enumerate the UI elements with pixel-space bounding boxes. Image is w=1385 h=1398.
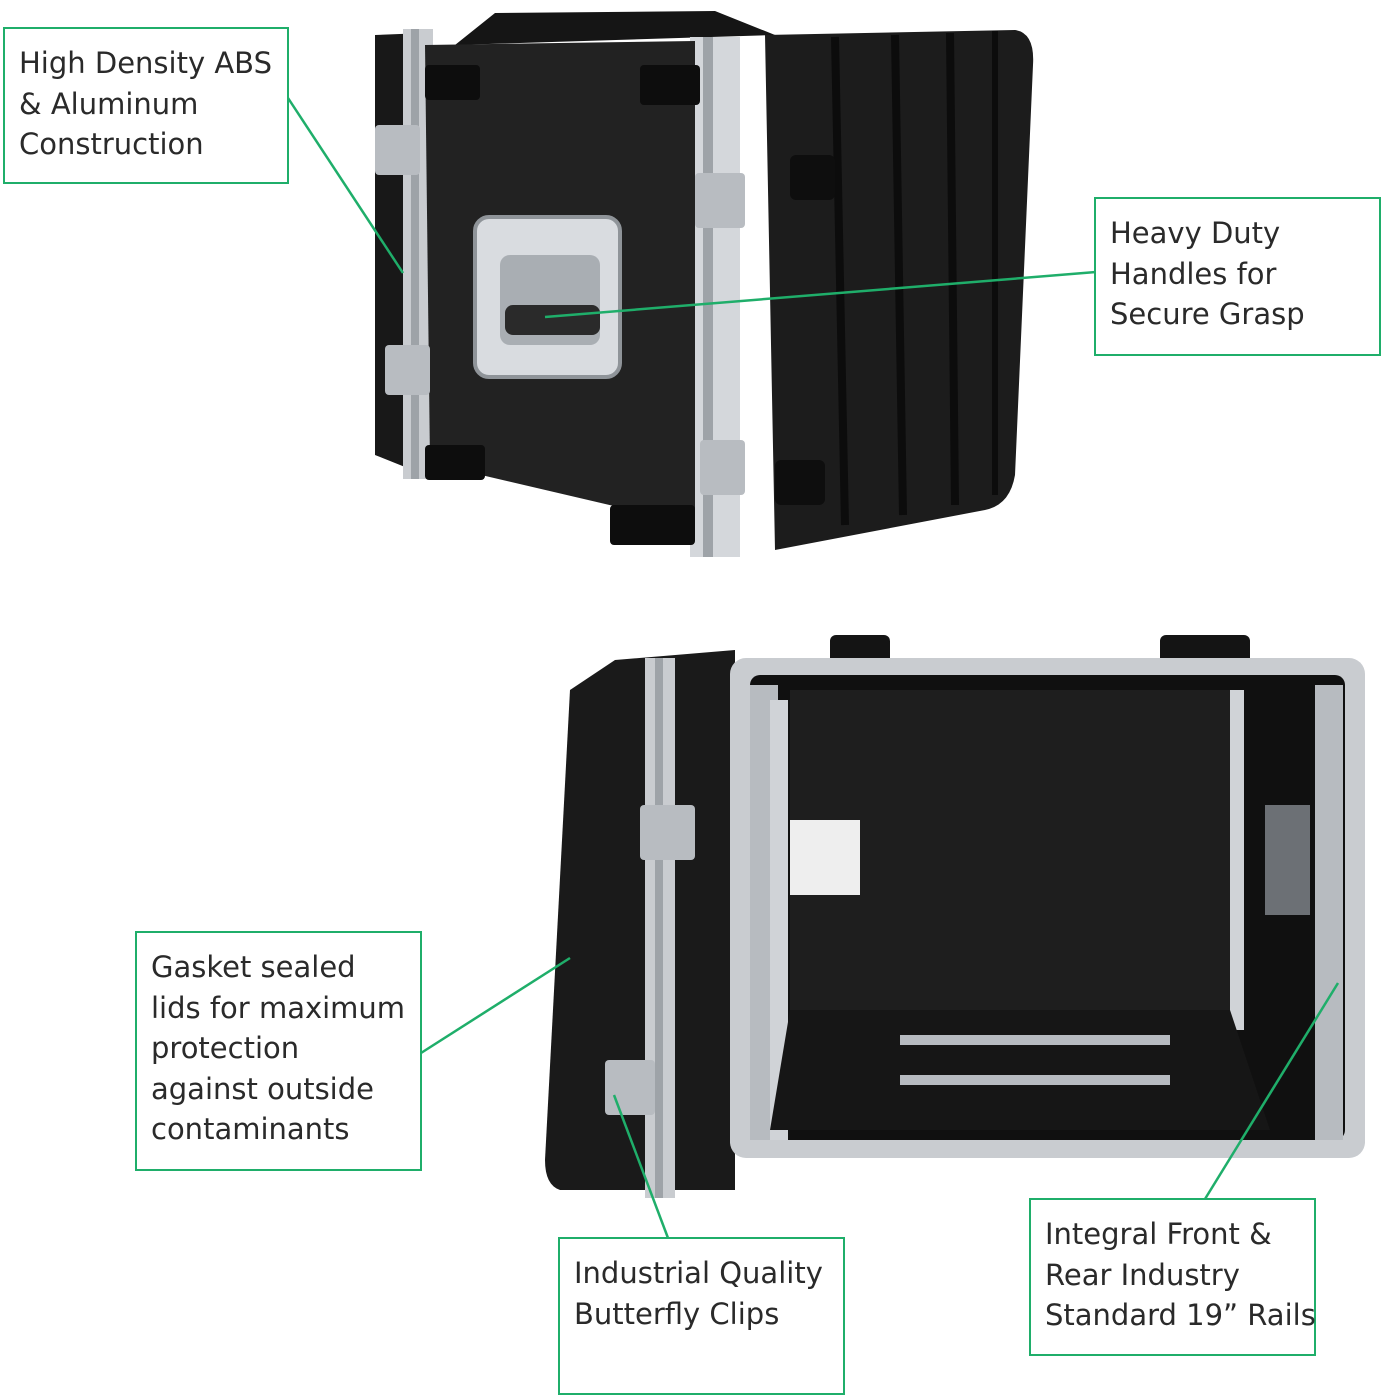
callout-line: Industrial Quality — [574, 1256, 823, 1290]
callout-line: High Density ABS — [19, 46, 272, 80]
callout-line: Secure Grasp — [1110, 297, 1305, 331]
callout-19-inch-rails: Integral Front & Rear Industry Standard … — [1029, 1198, 1316, 1356]
leader-abs-aluminum — [286, 97, 405, 274]
callout-line: Gasket sealed — [151, 950, 356, 984]
callout-gasket-sealed-lids: Gasket sealed lids for maximum protectio… — [135, 931, 422, 1171]
leader-clips — [612, 1094, 670, 1239]
leader-gasket — [420, 956, 571, 1055]
callout-line: Rear Industry — [1045, 1257, 1240, 1292]
callout-line: against outside — [151, 1071, 374, 1106]
callout-line: protection — [151, 1031, 300, 1065]
callout-line: lids for maximum — [151, 990, 406, 1025]
callout-line: Heavy Duty — [1110, 216, 1281, 250]
leader-handles — [544, 270, 1097, 319]
callout-line: Handles for — [1110, 256, 1277, 291]
closed-rack-case-photo — [375, 11, 1034, 557]
callout-line: Construction — [19, 127, 204, 161]
callout-abs-aluminum-construction: High Density ABS & Aluminum Construction — [3, 27, 289, 184]
callout-line: Standard 19” Rails — [1045, 1298, 1316, 1332]
callout-line: Butterfly Clips — [574, 1296, 780, 1331]
callout-line: & Aluminum — [19, 86, 199, 121]
leader-rails — [1203, 982, 1340, 1200]
open-rack-case-photo — [545, 635, 1365, 1198]
callout-heavy-duty-handles: Heavy Duty Handles for Secure Grasp — [1094, 197, 1381, 356]
callout-line: contaminants — [151, 1112, 350, 1146]
callout-line: Integral Front & — [1045, 1217, 1272, 1251]
callout-butterfly-clips: Industrial Quality Butterfly Clips — [558, 1237, 845, 1395]
